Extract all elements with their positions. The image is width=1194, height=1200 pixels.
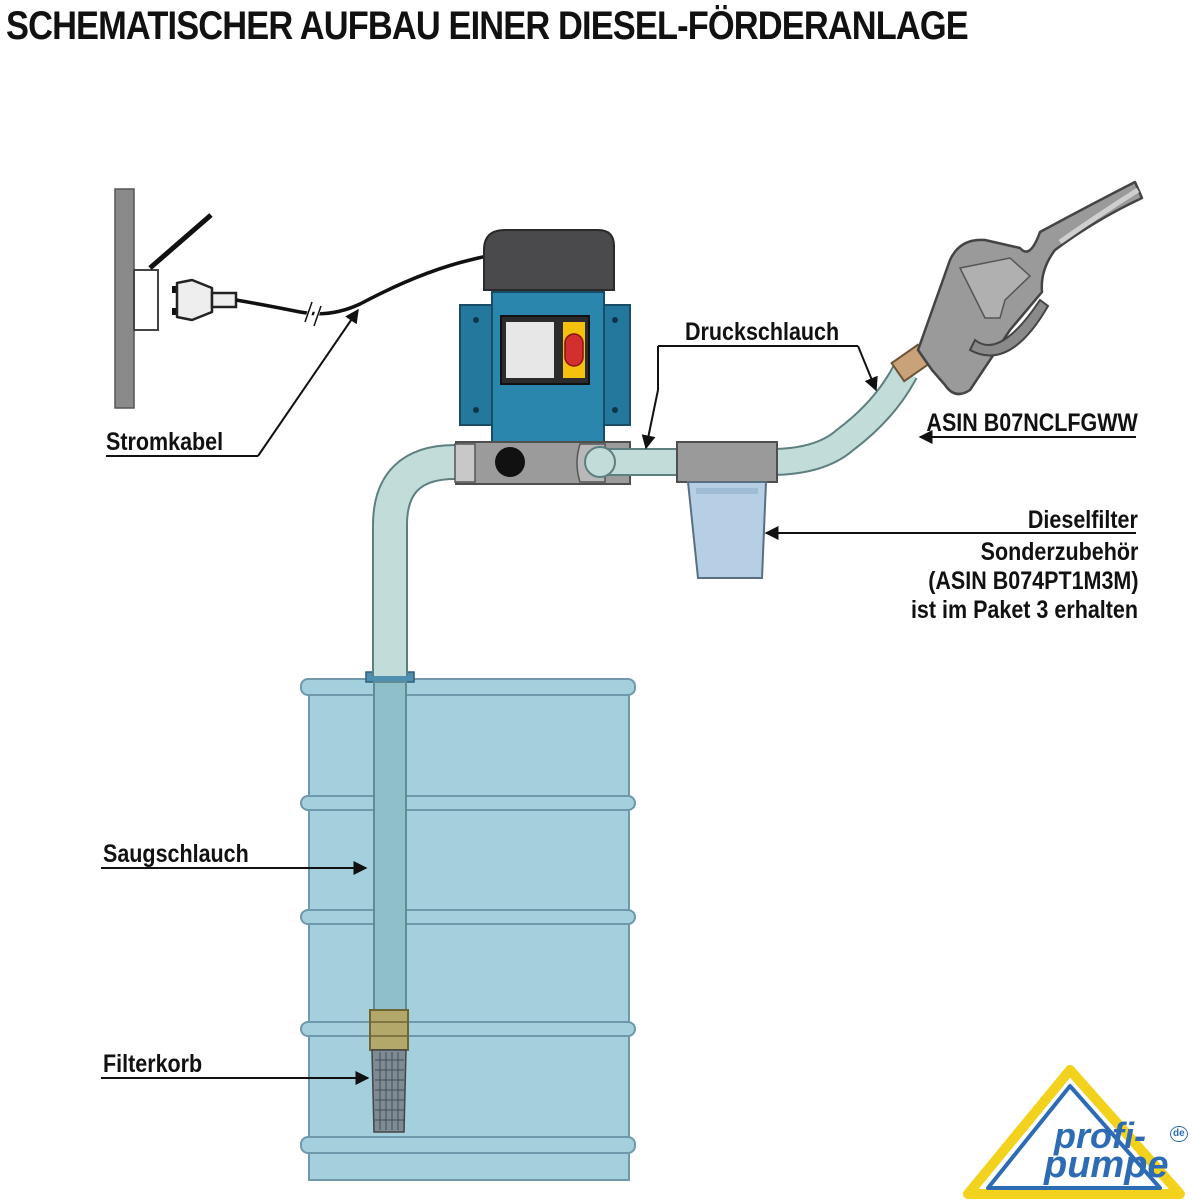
- logo-text-pumpe: pumpe: [1044, 1144, 1169, 1186]
- logo-text-profi: profi-: [1054, 1115, 1146, 1156]
- diesel-barrel: [300, 671, 636, 1181]
- label-stromkabel: Stromkabel: [106, 428, 224, 456]
- page-title: SCHEMATISCHER AUFBAU EINER DIESEL-FÖRDER…: [6, 4, 969, 48]
- diesel-filter: [676, 441, 778, 579]
- pump: [454, 229, 631, 485]
- arrow-druckschlauch-left: [641, 389, 659, 450]
- label-filterkorb: Filterkorb: [103, 1050, 203, 1078]
- label-asin-nozzle: ASIN B07NCLFGWW: [926, 409, 1138, 437]
- pressure-hose: [584, 365, 918, 478]
- label-sonderzubehoer: Sonderzubehör: [980, 538, 1138, 566]
- label-saugschlauch: Saugschlauch: [103, 840, 249, 868]
- power-plug: [172, 278, 238, 322]
- leader-lines: [101, 308, 1136, 1085]
- logo: [963, 1065, 1185, 1199]
- suction-hose: [372, 444, 456, 676]
- filter-basket: [369, 1009, 409, 1133]
- fuel-nozzle: [890, 180, 1144, 396]
- logo-badge-de: de: [1170, 1126, 1188, 1142]
- label-asin-filter: (ASIN B074PT1M3M): [927, 567, 1138, 595]
- arrow-druckschlauch-right: [857, 345, 878, 392]
- label-paket: ist im Paket 3 erhalten: [910, 596, 1138, 624]
- label-druckschlauch: Druckschlauch: [685, 318, 840, 346]
- arrow-stromkabel: [257, 308, 359, 457]
- wall-socket: [114, 188, 213, 409]
- label-dieselfilter: Dieselfilter: [1028, 506, 1138, 534]
- suction-hose-inside: [373, 681, 407, 1013]
